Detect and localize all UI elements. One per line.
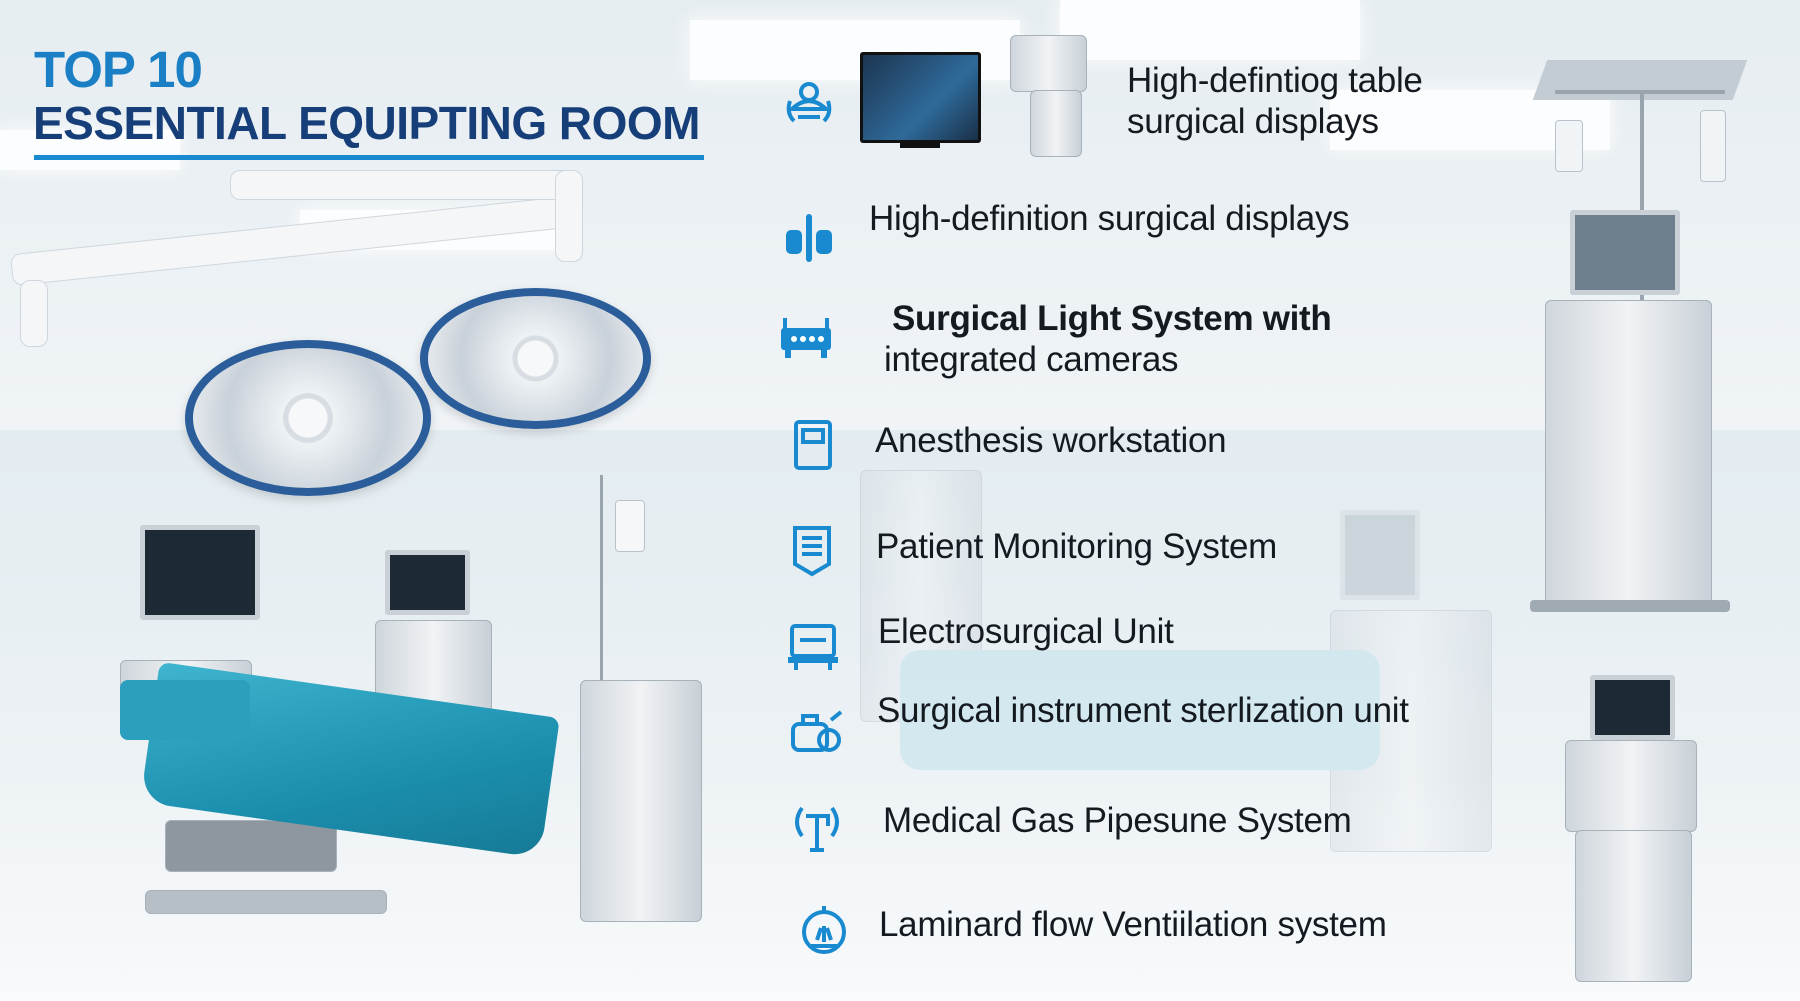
- item-label: integrated cameras: [884, 340, 1179, 379]
- item-label: surgical displays: [1127, 102, 1379, 141]
- anesthesia-machine: [1545, 300, 1712, 612]
- item-label: Surgical instrument sterlization unit: [877, 691, 1409, 730]
- item-label: Laminard flow Ventiilation system: [879, 905, 1387, 944]
- monitor: [1590, 675, 1675, 740]
- electrosurgical-unit-icon: [786, 620, 840, 674]
- surgeon-icon: [782, 75, 836, 129]
- surgical-display-image: [860, 52, 981, 143]
- item-label: High-definition surgical displays: [869, 199, 1350, 238]
- ventilation-icon: [797, 904, 851, 958]
- list-item: Surgical instrument sterlization unit: [877, 690, 1409, 731]
- list-item: Electrosurgical Unit: [878, 611, 1174, 652]
- workstation-icon: [786, 418, 840, 472]
- item-label: Anesthesis workstation: [875, 421, 1227, 460]
- surgical-tool-icon: [782, 210, 836, 264]
- list-item: Surgical Light System with integrated ca…: [884, 298, 1332, 380]
- list-item: High-defintiog table surgical displays: [1127, 60, 1423, 142]
- electrosurgical-cart: [580, 680, 702, 922]
- list-item: High-definition surgical displays: [869, 198, 1350, 239]
- page-title: ESSENTIAL EQUIPTING ROOM: [33, 97, 701, 149]
- surgical-light: [185, 340, 431, 496]
- item-label: Patient Monitoring System: [876, 527, 1278, 566]
- list-item: Anesthesis workstation: [875, 420, 1227, 461]
- item-label: High-defintiog table: [1127, 61, 1423, 100]
- monitor: [385, 550, 470, 615]
- surgical-light: [420, 288, 651, 429]
- list-item: Medical Gas Pipesune System: [883, 800, 1352, 841]
- item-label: Medical Gas Pipesune System: [883, 801, 1352, 840]
- item-label: Electrosurgical Unit: [878, 612, 1174, 651]
- title-underline: [34, 155, 704, 160]
- title-top: TOP 10: [34, 41, 203, 98]
- list-item: Patient Monitoring System: [876, 526, 1277, 567]
- list-item: Laminard flow Ventiilation system: [879, 904, 1387, 945]
- operating-table-icon: [779, 310, 833, 364]
- monitor: [1570, 210, 1680, 295]
- monitor-device-icon: [785, 524, 839, 578]
- sterilizer-icon: [789, 708, 843, 762]
- display-mount-image: [1010, 35, 1087, 92]
- monitor: [140, 525, 260, 620]
- gas-pipeline-icon: [790, 800, 844, 854]
- item-label: Surgical Light System with: [892, 299, 1332, 338]
